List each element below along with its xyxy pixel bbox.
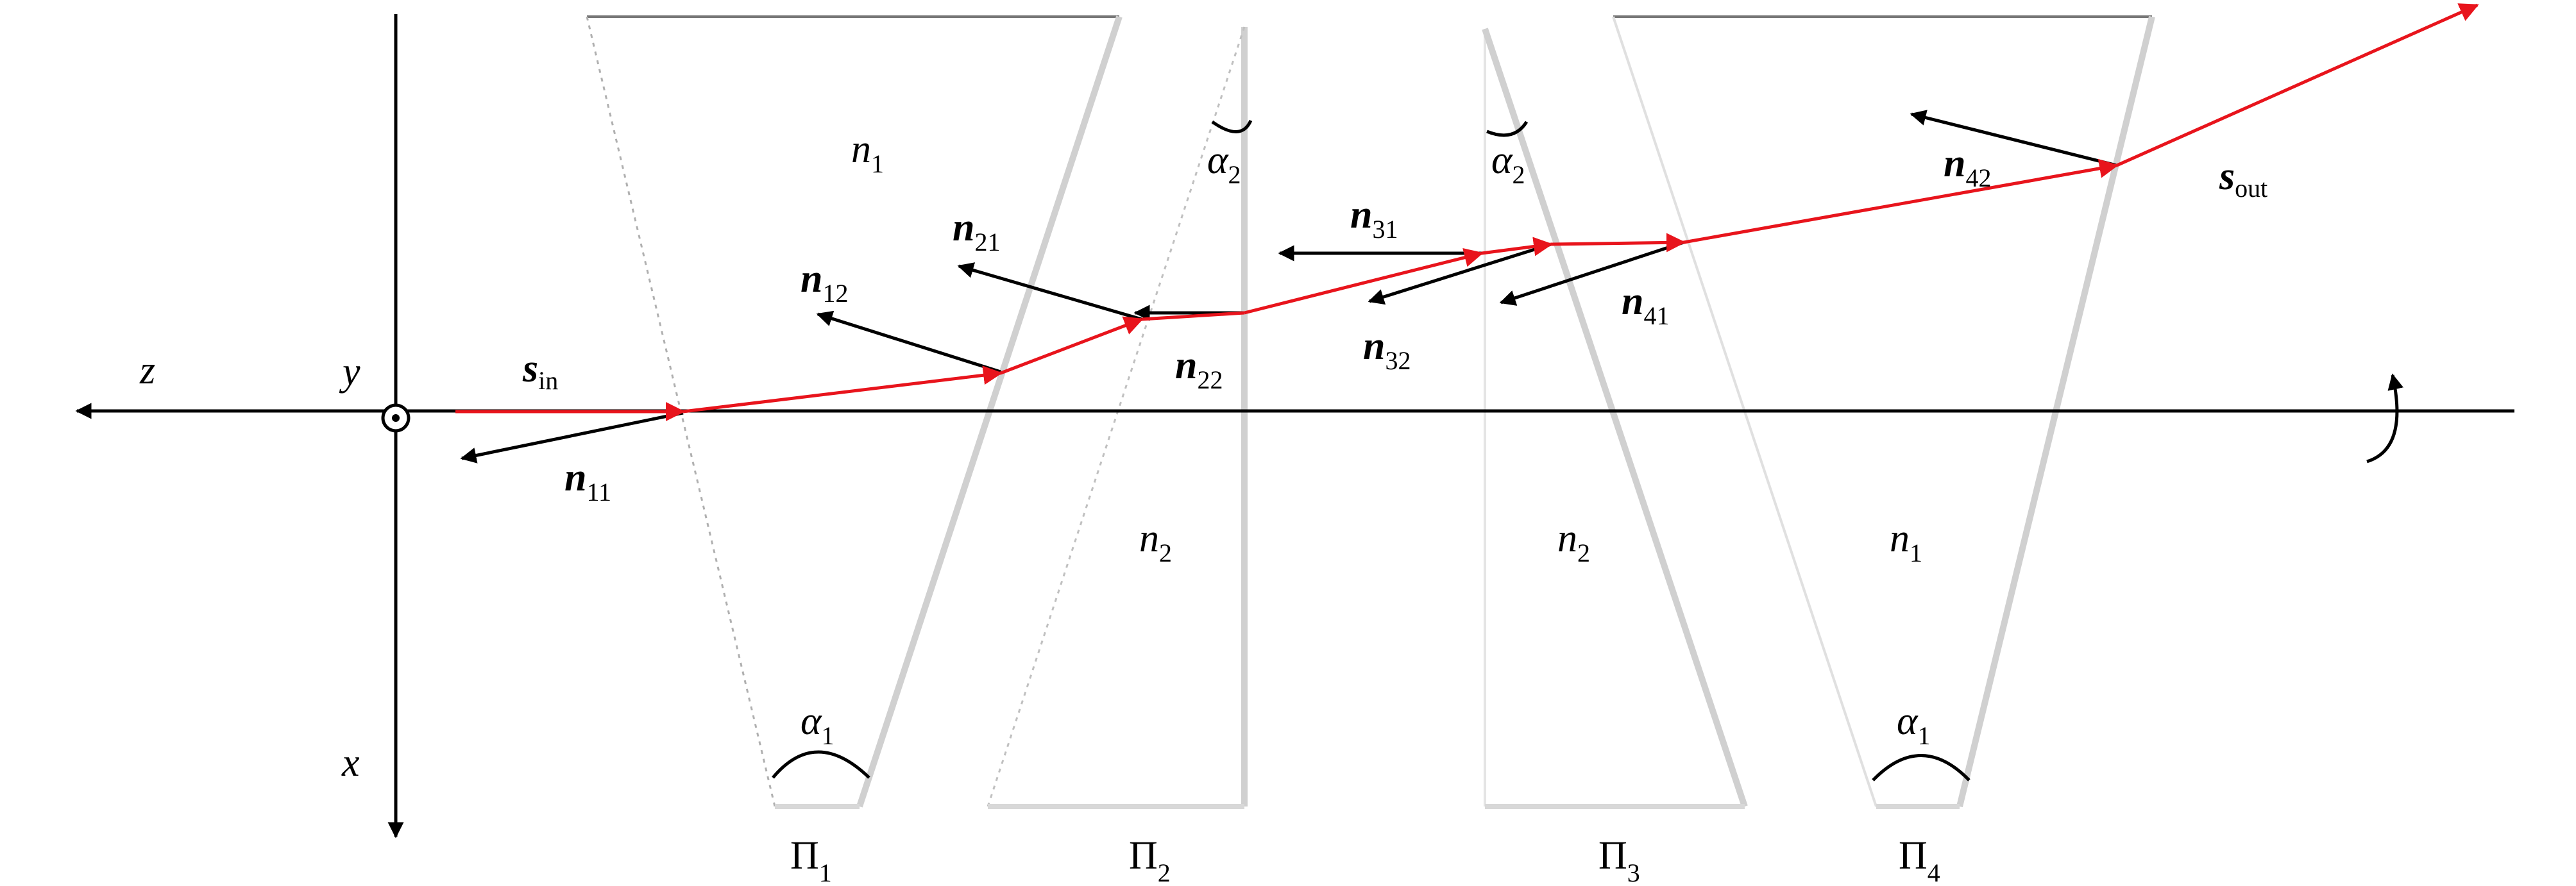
y-axis-dot-icon [392,414,400,422]
prism-1-label: Π1 [790,834,832,886]
normal-n11-arrow [460,411,684,464]
alpha1-arc-prism4 [1872,754,1970,782]
input-beam-label: sin [522,347,558,395]
normal-n32-label: n32 [1363,324,1411,375]
normal-n41-arrow [1499,240,1684,306]
normal-n12-label: n12 [801,257,848,308]
prism-3-index: n2 [1557,517,1590,567]
normal-n12-arrow [816,310,1001,374]
normal-n21-arrow [957,262,1142,321]
prism-2-index: n2 [1139,517,1172,567]
ray-segment-output [2115,3,2479,167]
prism-2-angle-label: α2 [1207,138,1241,189]
prism-4-index: n1 [1890,517,1922,567]
prism-3-angle-label: α2 [1491,138,1525,189]
alpha2-arc-prism3 [1486,121,1529,137]
ray-segment-prism4 [1683,158,2119,244]
ray-segment-gap1 [1000,316,1144,375]
coordinate-axes [75,14,2514,839]
normal-n41-label: n41 [1622,280,1669,330]
prism-3-label: Π3 [1598,834,1640,886]
prism-3 [1482,28,1748,809]
prism-2 [987,26,1248,809]
normal-n31-label: n31 [1350,193,1398,244]
prism-4-angle-label: α1 [1897,699,1931,750]
z-axis-label: z [139,349,155,392]
normal-n22-label: n22 [1175,344,1223,394]
normal-n21-label: n21 [953,206,1000,256]
prism-1-index: n1 [851,128,884,178]
normal-n42-label: n42 [1944,142,1991,192]
x-axis-label: x [341,741,360,785]
prism-1-angle-label: α1 [801,699,835,750]
y-axis-label: y [339,350,360,394]
ray-segment-prism3 [1481,237,1553,256]
normal-n11-label: n11 [564,456,611,506]
ray-segment-gap2 [1244,248,1484,315]
prism-4-label: Π4 [1899,834,1940,886]
alpha2-arc-prism2 [1211,119,1253,133]
output-beam-label: sout [2219,155,2267,203]
ray-segment-gap3 [1550,233,1686,253]
prism-2-label: Π2 [1129,834,1171,886]
angle-arcs [772,119,1970,782]
ray-segment-prism1 [682,365,1003,414]
ray-segment-prism2 [1141,311,1245,321]
ray-path [455,3,2479,421]
rotation-arrow-icon [2366,373,2403,464]
normal-n32-arrow [1368,242,1552,305]
alpha1-arc-prism1 [772,750,870,779]
normal-n42-arrow [1910,110,2117,167]
